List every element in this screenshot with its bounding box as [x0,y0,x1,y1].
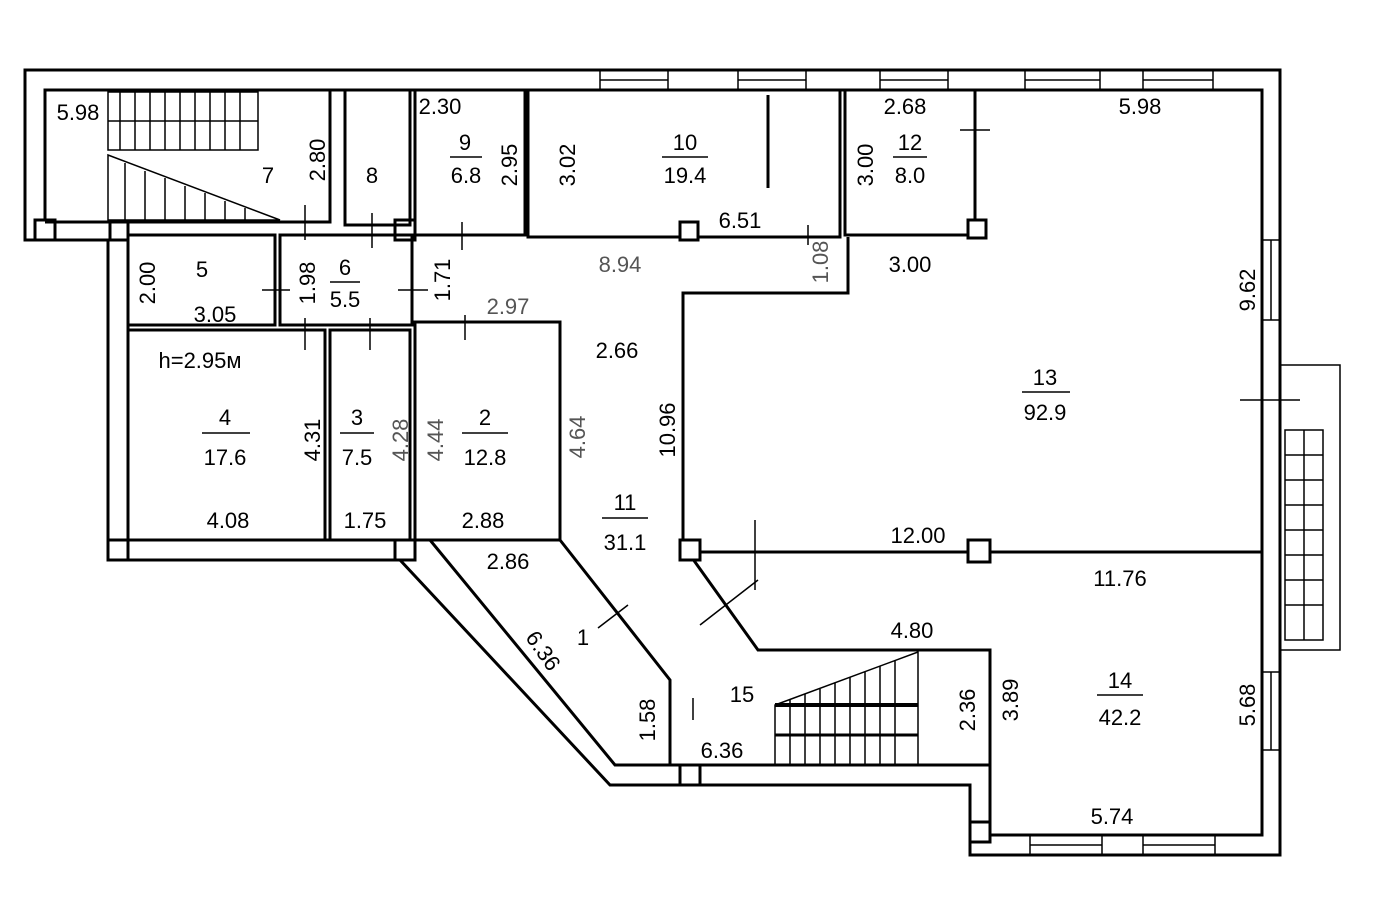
dim: 3.89 [998,679,1023,722]
dim: 4.80 [891,618,934,643]
room-6-area: 5.5 [330,287,361,312]
dim: 9.62 [1235,269,1260,312]
room-labels: 7 8 9 6.8 10 19.4 12 8.0 5 6 5.5 13 92.9… [158,130,1143,730]
dim: 2.86 [487,549,530,574]
room-7-number: 7 [262,163,274,188]
dim: 1.98 [295,262,320,305]
dim: 2.30 [419,94,462,119]
room-13-number: 13 [1033,365,1057,390]
stair-room-15 [774,650,919,766]
room-10-area: 19.4 [664,163,707,188]
dim: 10.96 [655,402,680,457]
dim: 4.44 [423,419,448,462]
dim: 11.76 [1093,566,1146,591]
room-3-number: 3 [351,405,363,430]
room-12-number: 12 [898,130,922,155]
dim: 5.98 [1119,94,1162,119]
dim: 1.71 [430,259,455,302]
dim: 5.98 [57,100,100,125]
room-9-area: 6.8 [451,163,482,188]
dim: 2.68 [884,94,927,119]
room-11-area: 31.1 [604,530,647,555]
stair-room-7 [107,91,281,221]
dim: 3.02 [555,144,580,187]
dim: 3.05 [194,302,237,327]
room-5-number: 5 [196,257,208,282]
exterior-walls [23,68,1282,857]
dimension-labels: 5.98 2.80 2.30 2.95 3.02 6.51 2.68 3.00 … [57,94,1260,829]
room-9-number: 9 [459,130,471,155]
dim: 3.00 [889,252,932,277]
room-6-number: 6 [339,255,351,280]
dim: 1.08 [808,241,833,284]
room-2-area: 12.8 [464,445,507,470]
interior-walls [45,88,1262,765]
dim: 2.36 [955,689,980,732]
dim: 12.00 [890,523,945,548]
dim: 2.00 [135,262,160,305]
dim: 2.95 [497,144,522,187]
dim: 2.97 [487,294,530,319]
room-10-number: 10 [673,130,697,155]
room-8-number: 8 [366,163,378,188]
dim: 8.94 [599,252,642,277]
dim: 5.74 [1091,804,1134,829]
dim: 1.58 [635,699,660,742]
ceiling-height: h=2.95м [158,348,241,373]
dim: 4.31 [300,419,325,462]
dim: 5.68 [1235,684,1260,727]
room-13-area: 92.9 [1024,400,1067,425]
room-4-number: 4 [219,405,231,430]
room-11-number: 11 [614,490,637,515]
dim: 2.88 [462,508,505,533]
dim: 4.28 [388,419,413,462]
dim: 3.00 [853,144,878,187]
dim: 6.36 [521,626,566,675]
room-1-number: 1 [577,625,589,650]
room-4-area: 17.6 [204,445,247,470]
room-15-number: 15 [730,682,754,707]
dim: 4.08 [207,508,250,533]
room-3-area: 7.5 [342,445,373,470]
dim: 6.36 [701,738,744,763]
door-marks [262,129,1300,720]
dim: 2.80 [305,139,330,182]
dim: 2.66 [596,338,639,363]
exterior-stair [1280,364,1341,651]
room-12-area: 8.0 [895,163,926,188]
room-2-number: 2 [479,405,491,430]
dim: 4.64 [565,416,590,459]
dim: 1.75 [344,508,387,533]
room-14-area: 42.2 [1099,705,1142,730]
room-14-number: 14 [1108,668,1132,693]
dim: 6.51 [719,208,762,233]
